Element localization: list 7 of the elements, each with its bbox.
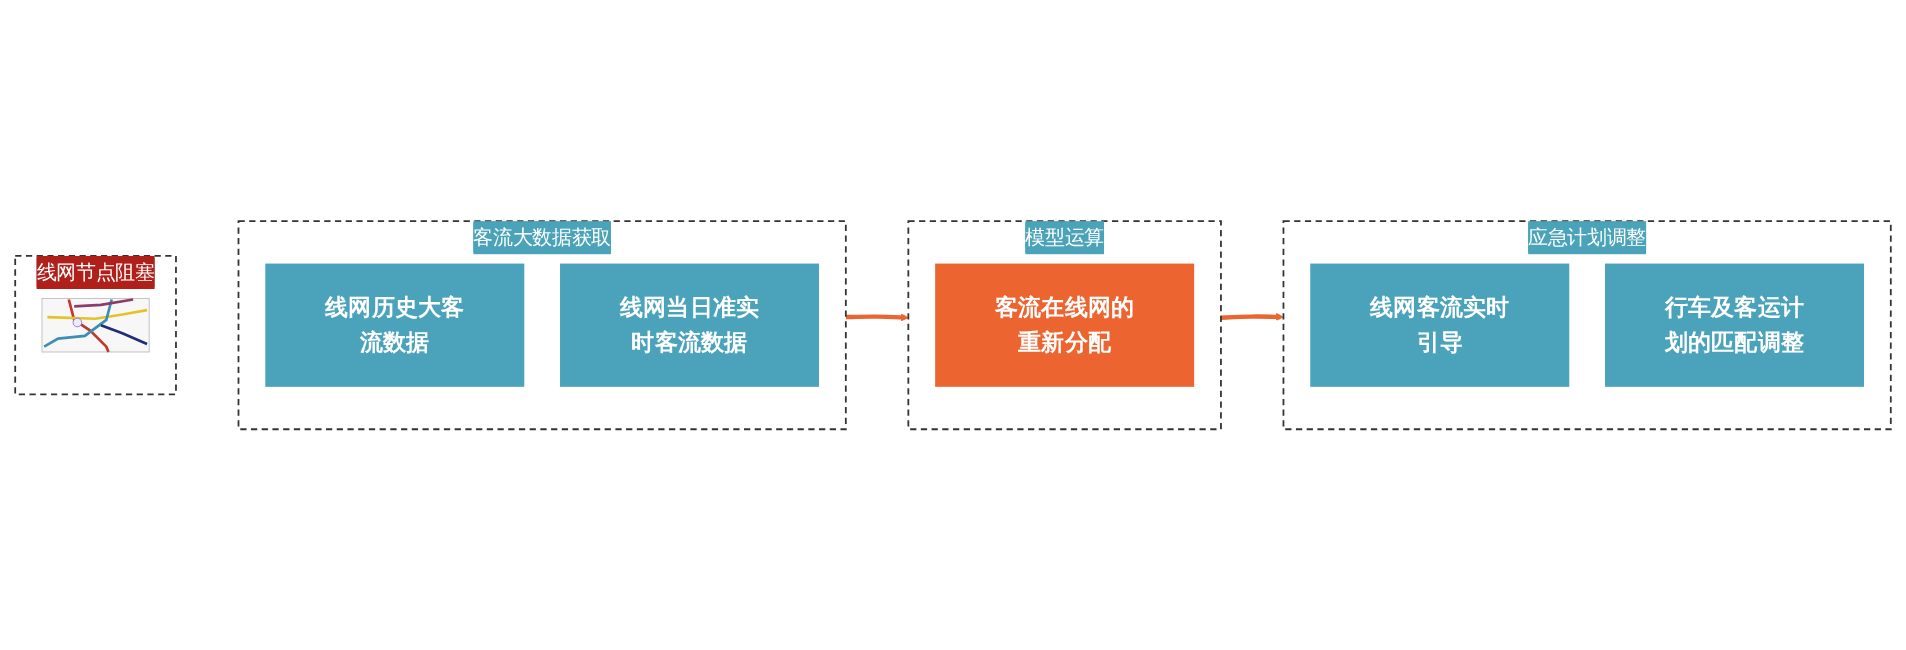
node-box: 线网历史大客流数据 — [265, 263, 525, 387]
node-box: 线网客流实时引导 — [1310, 263, 1570, 387]
arrow — [1220, 312, 1284, 321]
node-box: 行车及客运计划的匹配调整 — [1605, 263, 1864, 387]
node-box: 线网当日准实时客流数据 — [560, 263, 820, 387]
arrow — [845, 313, 909, 322]
node-box: 客流在线网的重新分配 — [935, 263, 1195, 387]
